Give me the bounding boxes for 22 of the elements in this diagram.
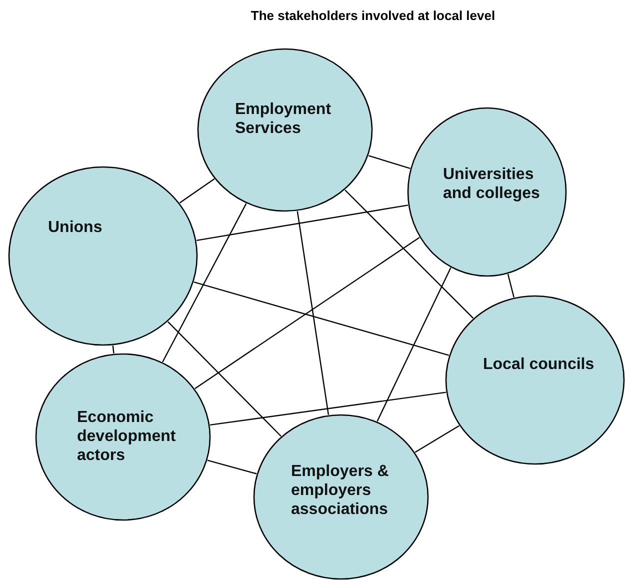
connector-line (162, 203, 247, 362)
node-label: Economic development actors (77, 408, 177, 465)
node-label: Universities and colleges (443, 165, 541, 203)
connector-line (210, 392, 446, 426)
node-label: Unions (48, 218, 104, 237)
connector-line (368, 155, 410, 169)
connector-line (344, 190, 474, 319)
connector-line (376, 268, 452, 422)
node-label: Employment Services (235, 100, 332, 138)
node-label: Employers & employers associations (291, 462, 390, 519)
connector-line (167, 321, 282, 437)
connector-line (112, 345, 114, 354)
connector-line (507, 274, 514, 298)
diagram-title: The stakeholders involved at local level (250, 8, 496, 23)
connector-line (414, 425, 460, 453)
connector-line (196, 204, 408, 241)
connector-line (207, 460, 257, 474)
connector-line (179, 178, 215, 204)
connector-line (194, 236, 420, 390)
connector-line (194, 282, 450, 356)
connector-line (296, 211, 330, 415)
node-label: Local councils (483, 355, 596, 374)
